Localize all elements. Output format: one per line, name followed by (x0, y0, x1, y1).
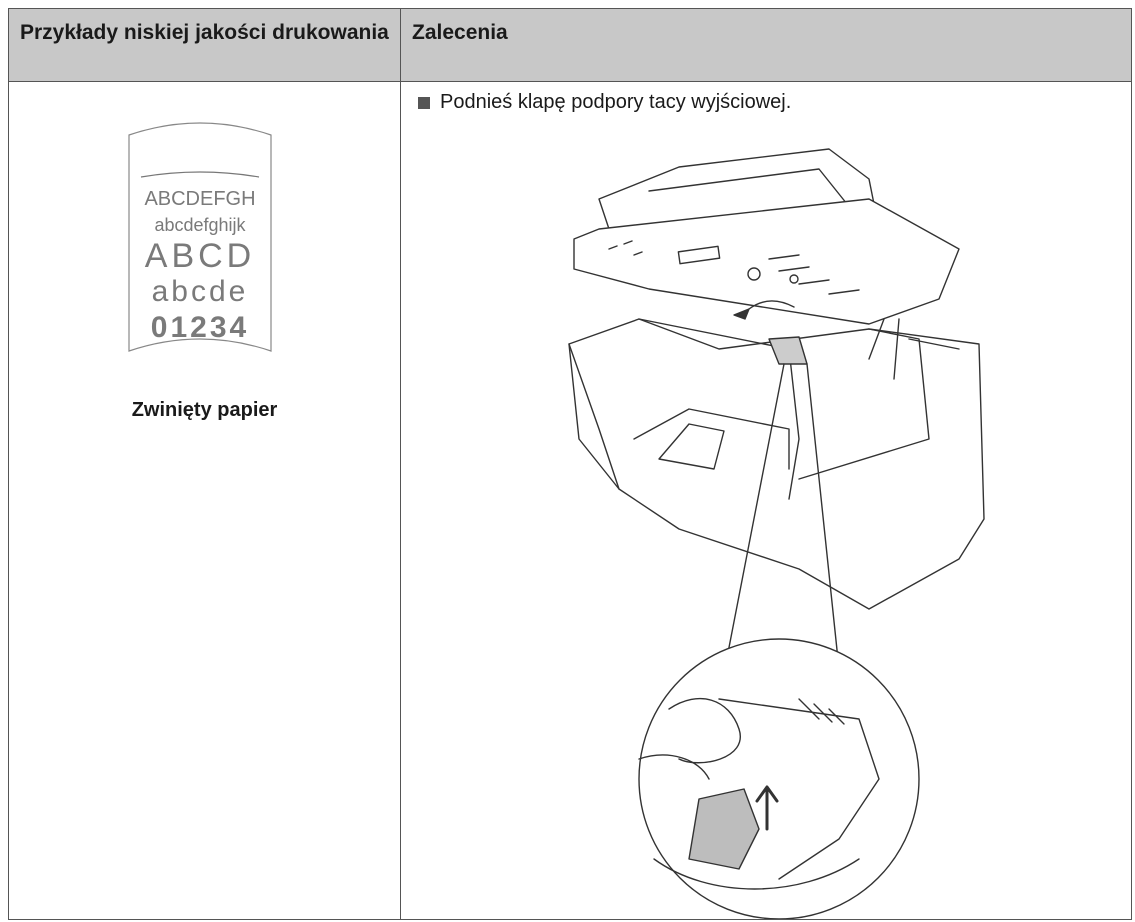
example-caption: Zwinięty papier (9, 399, 400, 422)
table-header: Przykłady niskiej jakości drukowania Zal… (9, 9, 1131, 82)
troubleshooting-table: Przykłady niskiej jakości drukowania Zal… (8, 8, 1132, 920)
header-recommendations: Zalecenia (412, 20, 508, 45)
curled-paper-illustration: ABCDEFGH abcdefghijk ABCD abcde 01234 (127, 115, 273, 355)
printer-illustration (539, 139, 1135, 919)
sample-line-4: abcde (152, 275, 249, 308)
sample-line-3: ABCD (145, 237, 255, 275)
recommendation-item: Podnieś klapę podpory tacy wyjściowej. (418, 91, 791, 114)
sample-line-2: abcdefghijk (154, 215, 246, 235)
detail-magnifier (639, 639, 919, 919)
sample-line-1: ABCDEFGH (144, 188, 255, 210)
recommendation-text: Podnieś klapę podpory tacy wyjściowej. (440, 91, 791, 114)
bullet-square-icon (418, 97, 430, 109)
header-examples: Przykłady niskiej jakości drukowania (20, 20, 390, 45)
sample-line-5: 01234 (151, 311, 249, 344)
column-divider (400, 9, 401, 919)
